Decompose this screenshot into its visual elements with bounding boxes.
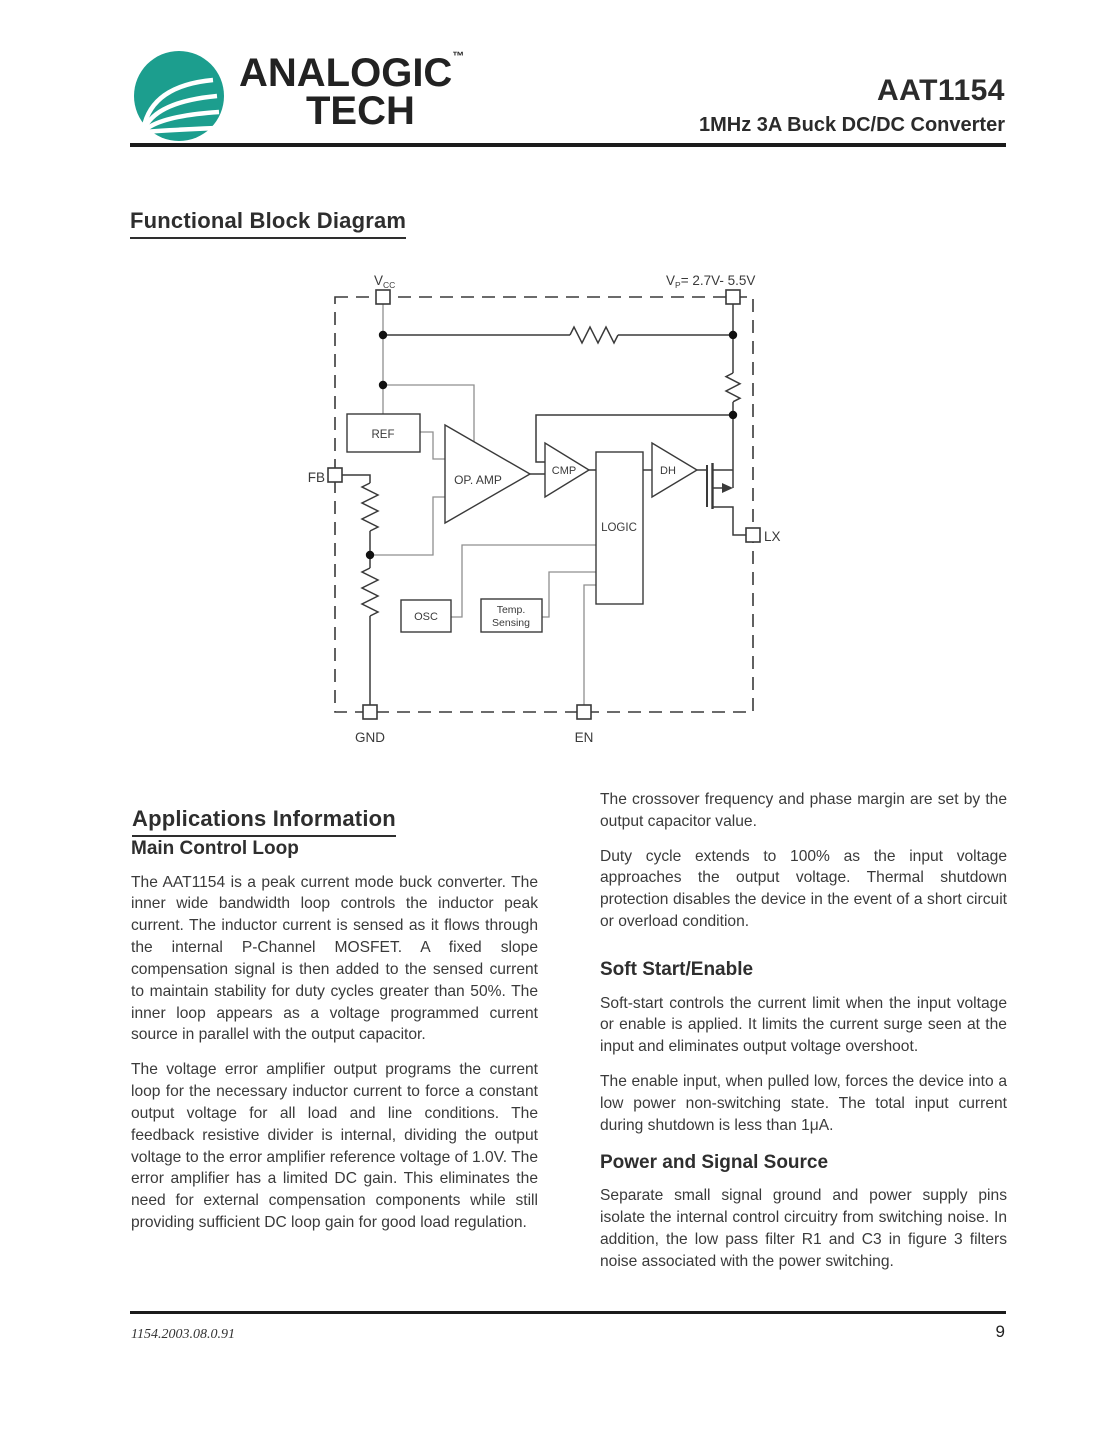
wire-mosfet-to-lx [712,506,746,536]
fb-terminal [327,467,343,483]
wire-en-to-logic [583,584,596,705]
document-code: 1154.2003.08.0.91 [131,1327,235,1342]
paragraph: The crossover frequency and phase margin… [600,791,1007,830]
ref-block [346,413,421,453]
page-number: 9 [995,1322,1005,1341]
junction-dot [365,550,375,560]
cmp-triangle [544,441,591,499]
wire-temp-to-logic [542,571,596,618]
logic-label: LOGIC [601,522,637,534]
dh-driver-triangle [651,441,699,499]
main-control-loop-heading: Main Control Loop [131,838,299,859]
op-amp-triangle [444,423,532,525]
functional-block-diagram: VCC VP= 2.7V- 5.5V FB LX GND EN REF OP. … [308,273,781,745]
logo-word-tech: TECH [306,89,415,133]
wire-osc-to-logic [451,544,596,618]
gnd-label: GND [355,730,385,745]
temp-sensing-block [480,598,543,633]
vp-label: VP= 2.7V- 5.5V [666,273,755,290]
paragraph: The AAT1154 is a peak current mode buck … [131,873,538,1044]
temp-sensing-label-line2: Sensing [492,617,530,629]
lx-label: LX [764,529,781,544]
en-label: EN [575,730,594,745]
vp-terminal [725,289,741,305]
wire-sense-to-cmp [535,414,733,463]
left-text-column: Main Control Loop The AAT1154 is a peak … [131,836,538,1247]
sense-resistor-horizontal [569,325,619,345]
paragraph: The enable input, when pulled low, force… [600,1073,1007,1134]
power-wires [341,304,746,705]
header-divider [130,143,1006,147]
chip-boundary [334,296,754,713]
trademark-symbol: ™ [452,49,465,63]
junction-dot [378,330,388,340]
gnd-terminal [362,704,378,720]
vcc-label: VCC [374,273,395,290]
ref-label: REF [372,429,395,441]
mosfet-body-arrow [722,483,733,493]
junction-dot [728,330,738,340]
op-amp-label: OP. AMP [454,473,502,487]
junction-dot [378,380,388,390]
paragraph: Separate small signal ground and power s… [600,1187,1007,1270]
wire-ref-to-opamp [420,431,445,460]
osc-label: OSC [414,611,438,623]
dh-label: DH [660,465,676,477]
document-header: AAT1154 1MHz 3A Buck DC/DC Converter [699,74,1005,137]
paragraph: The voltage error amplifier output progr… [131,1061,538,1232]
pmos-transistor [706,463,733,509]
feedback-resistor-top [360,482,380,532]
resistors [360,325,742,617]
paragraph: Soft-start controls the current limit wh… [600,994,1007,1056]
signal-wires [370,304,596,705]
right-text-column: The crossover frequency and phase margin… [600,789,1007,1285]
soft-start-enable-heading: Soft Start/Enable [600,958,754,980]
function-blocks [346,413,699,633]
wire-divider-to-opamp [370,496,445,556]
fb-label: FB [308,470,325,485]
feedback-resistor-bottom [360,567,380,617]
logo-word-analogic: ANALOGIC [239,51,453,95]
junction-dots [365,330,738,560]
logic-block [595,451,644,605]
cmp-label: CMP [552,465,576,477]
logo-wordmark: ANALOGIC™ TECH [239,50,464,142]
en-terminal [576,704,592,720]
lx-terminal [745,527,761,543]
applications-information-title: Applications Information [132,806,396,838]
osc-block [400,599,452,633]
part-number: AAT1154 [876,74,1005,107]
temp-sensing-label-line1: Temp. [497,604,526,616]
junction-dot [728,410,738,420]
paragraph: Duty cycle extends to 100% as the input … [600,847,1007,931]
functional-block-diagram-title: Functional Block Diagram [130,208,407,240]
wire-vcc-to-opamp [383,384,475,442]
part-description: 1MHz 3A Buck DC/DC Converter [699,114,1005,136]
pin-terminals [327,289,761,720]
vcc-terminal [375,289,391,305]
sense-resistor-vertical [724,372,742,403]
power-and-signal-source-heading: Power and Signal Source [600,1151,829,1173]
company-logo: ANALOGIC™ TECH [133,50,464,142]
analogictech-leaf-icon [134,51,224,141]
wire-fb-to-divider [341,474,371,483]
footer-divider [130,1311,1006,1314]
